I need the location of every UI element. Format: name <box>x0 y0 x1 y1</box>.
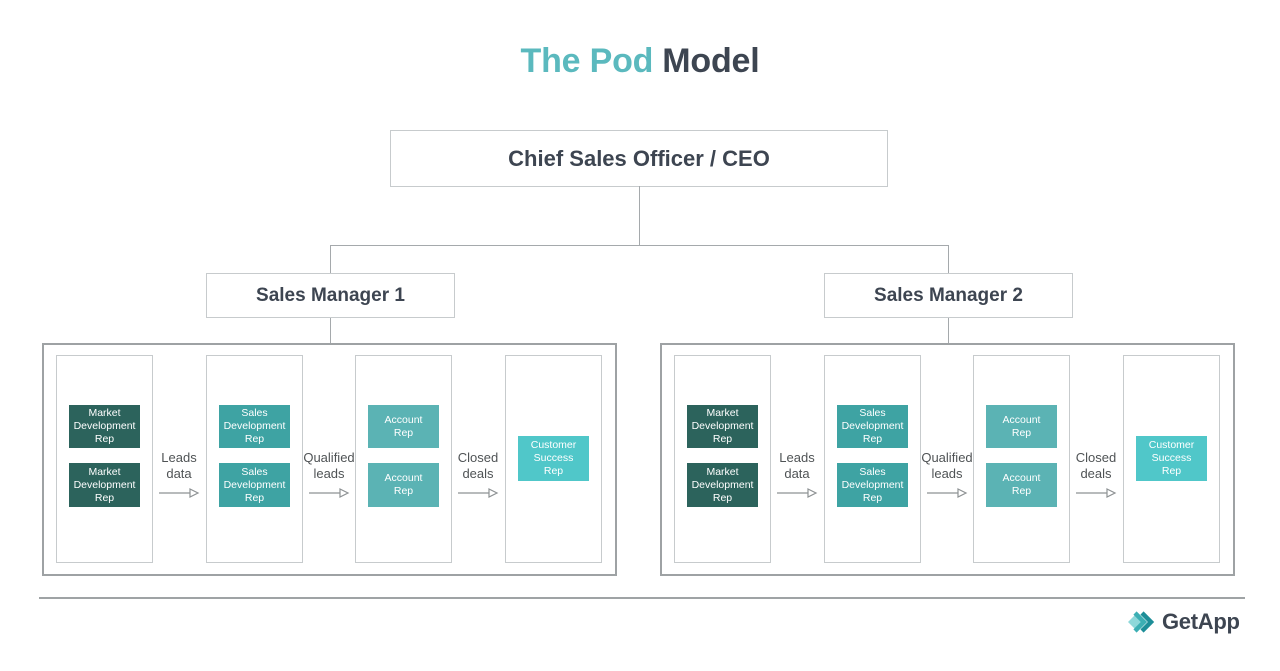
pod2-flow-leads-data: Leads data <box>757 450 837 503</box>
flow-label-line: Qualified <box>303 450 355 465</box>
right-arrow-icon <box>927 488 968 498</box>
market-development-rep-box: Market Development Rep <box>69 405 140 448</box>
right-arrow-icon <box>159 488 200 498</box>
account-rep-box: Account Rep <box>368 463 439 507</box>
pod1-flow-leads-data: Leads data <box>139 450 219 503</box>
connector-horizontal <box>330 245 949 246</box>
market-development-rep-box: Market Development Rep <box>69 463 140 507</box>
title-accent: The Pod <box>520 42 654 80</box>
getapp-logo-text: GetApp <box>1162 609 1240 634</box>
getapp-logo: GetApp <box>1128 609 1240 635</box>
right-arrow-icon <box>309 488 350 498</box>
flow-label-line: data <box>784 466 810 481</box>
sales-development-rep-box: Sales Development Rep <box>219 463 290 507</box>
flow-label-line: Leads <box>779 450 815 465</box>
pod2-market-development-column: Market Development Rep Market Developmen… <box>674 355 771 563</box>
title-rest: Model <box>662 42 760 80</box>
flow-label-line: deals <box>462 466 494 481</box>
connector-cso-down <box>639 186 640 246</box>
chief-sales-officer-node: Chief Sales Officer / CEO <box>390 130 888 187</box>
flow-label-line: deals <box>1080 466 1112 481</box>
pod-1: Market Development Rep Market Developmen… <box>42 343 617 576</box>
pod1-flow-qualified-leads: Qualified leads <box>289 450 369 503</box>
pod-2: Market Development Rep Market Developmen… <box>660 343 1235 576</box>
pod1-market-development-column: Market Development Rep Market Developmen… <box>56 355 153 563</box>
pod1-sales-development-column: Sales Development Rep Sales Development … <box>206 355 303 563</box>
pod1-customer-success-column: Customer Success Rep <box>505 355 602 563</box>
connector-manager2-up <box>948 245 949 273</box>
pod2-sales-development-column: Sales Development Rep Sales Development … <box>824 355 921 563</box>
getapp-logo-icon <box>1128 611 1155 633</box>
pod1-account-rep-column: Account Rep Account Rep <box>355 355 452 563</box>
flow-label-line: leads <box>313 466 345 481</box>
footer-divider <box>39 597 1245 599</box>
connector-manager1-down <box>330 316 331 343</box>
flow-label-line: leads <box>931 466 963 481</box>
sales-manager-2-node: Sales Manager 2 <box>824 273 1073 318</box>
market-development-rep-box: Market Development Rep <box>687 463 758 507</box>
connector-manager1-up <box>330 245 331 273</box>
right-arrow-icon <box>458 488 499 498</box>
sales-development-rep-box: Sales Development Rep <box>219 405 290 448</box>
flow-label-line: Leads <box>161 450 197 465</box>
pod1-flow-closed-deals: Closed deals <box>438 450 518 503</box>
account-rep-box: Account Rep <box>368 405 439 448</box>
flow-label-line: Closed <box>457 450 499 465</box>
pod2-customer-success-column: Customer Success Rep <box>1123 355 1220 563</box>
pod2-flow-qualified-leads: Qualified leads <box>907 450 987 503</box>
right-arrow-icon <box>777 488 818 498</box>
customer-success-rep-box: Customer Success Rep <box>1136 436 1207 481</box>
market-development-rep-box: Market Development Rep <box>687 405 758 448</box>
connector-manager2-down <box>948 316 949 343</box>
sales-development-rep-box: Sales Development Rep <box>837 463 908 507</box>
account-rep-box: Account Rep <box>986 405 1057 448</box>
pod2-account-rep-column: Account Rep Account Rep <box>973 355 1070 563</box>
right-arrow-icon <box>1076 488 1117 498</box>
flow-label-line: Closed <box>1075 450 1117 465</box>
account-rep-box: Account Rep <box>986 463 1057 507</box>
pod2-flow-closed-deals: Closed deals <box>1056 450 1136 503</box>
flow-label-line: Qualified <box>921 450 973 465</box>
flow-label-line: data <box>166 466 192 481</box>
sales-manager-1-node: Sales Manager 1 <box>206 273 455 318</box>
customer-success-rep-box: Customer Success Rep <box>518 436 589 481</box>
sales-development-rep-box: Sales Development Rep <box>837 405 908 448</box>
